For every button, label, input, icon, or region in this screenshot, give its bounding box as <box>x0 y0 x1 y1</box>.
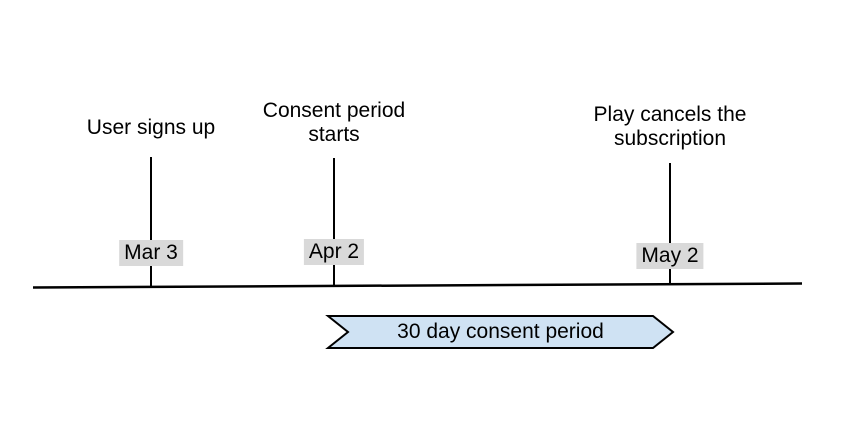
event-caption: User signs up <box>86 116 216 139</box>
event-caption: Consent period starts <box>262 99 406 146</box>
consent-period-label: 30 day consent period <box>397 320 604 343</box>
event-stem-line <box>150 157 152 286</box>
event-caption: Play cancels the subscription <box>593 103 747 150</box>
event-stem-line <box>333 158 335 285</box>
consent-period-arrow <box>325 315 675 349</box>
event-stem-line <box>669 163 671 283</box>
event-date-badge: Apr 2 <box>303 239 365 265</box>
event-date-badge: Mar 3 <box>119 240 183 266</box>
event-date-badge: May 2 <box>636 243 704 269</box>
